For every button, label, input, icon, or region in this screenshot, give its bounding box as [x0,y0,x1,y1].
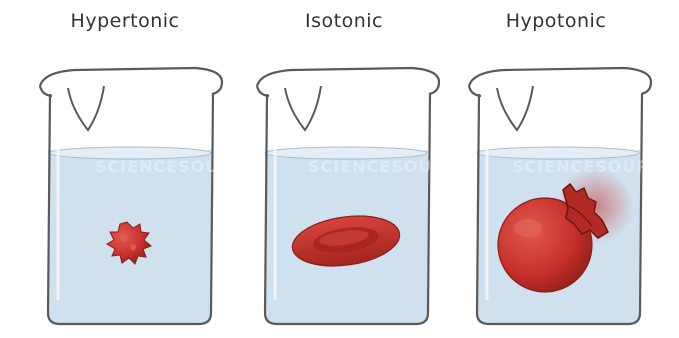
beaker-hypertonic: SCIENCESOURCE [40,68,257,324]
beaker-hypotonic: SCIENCESOURCE [469,68,674,324]
watermark-1: SCIENCESOURCE [95,157,257,176]
watermark-2: SCIENCESOURCE [308,157,470,176]
beaker-isotonic: SCIENCESOURCE [257,68,470,324]
